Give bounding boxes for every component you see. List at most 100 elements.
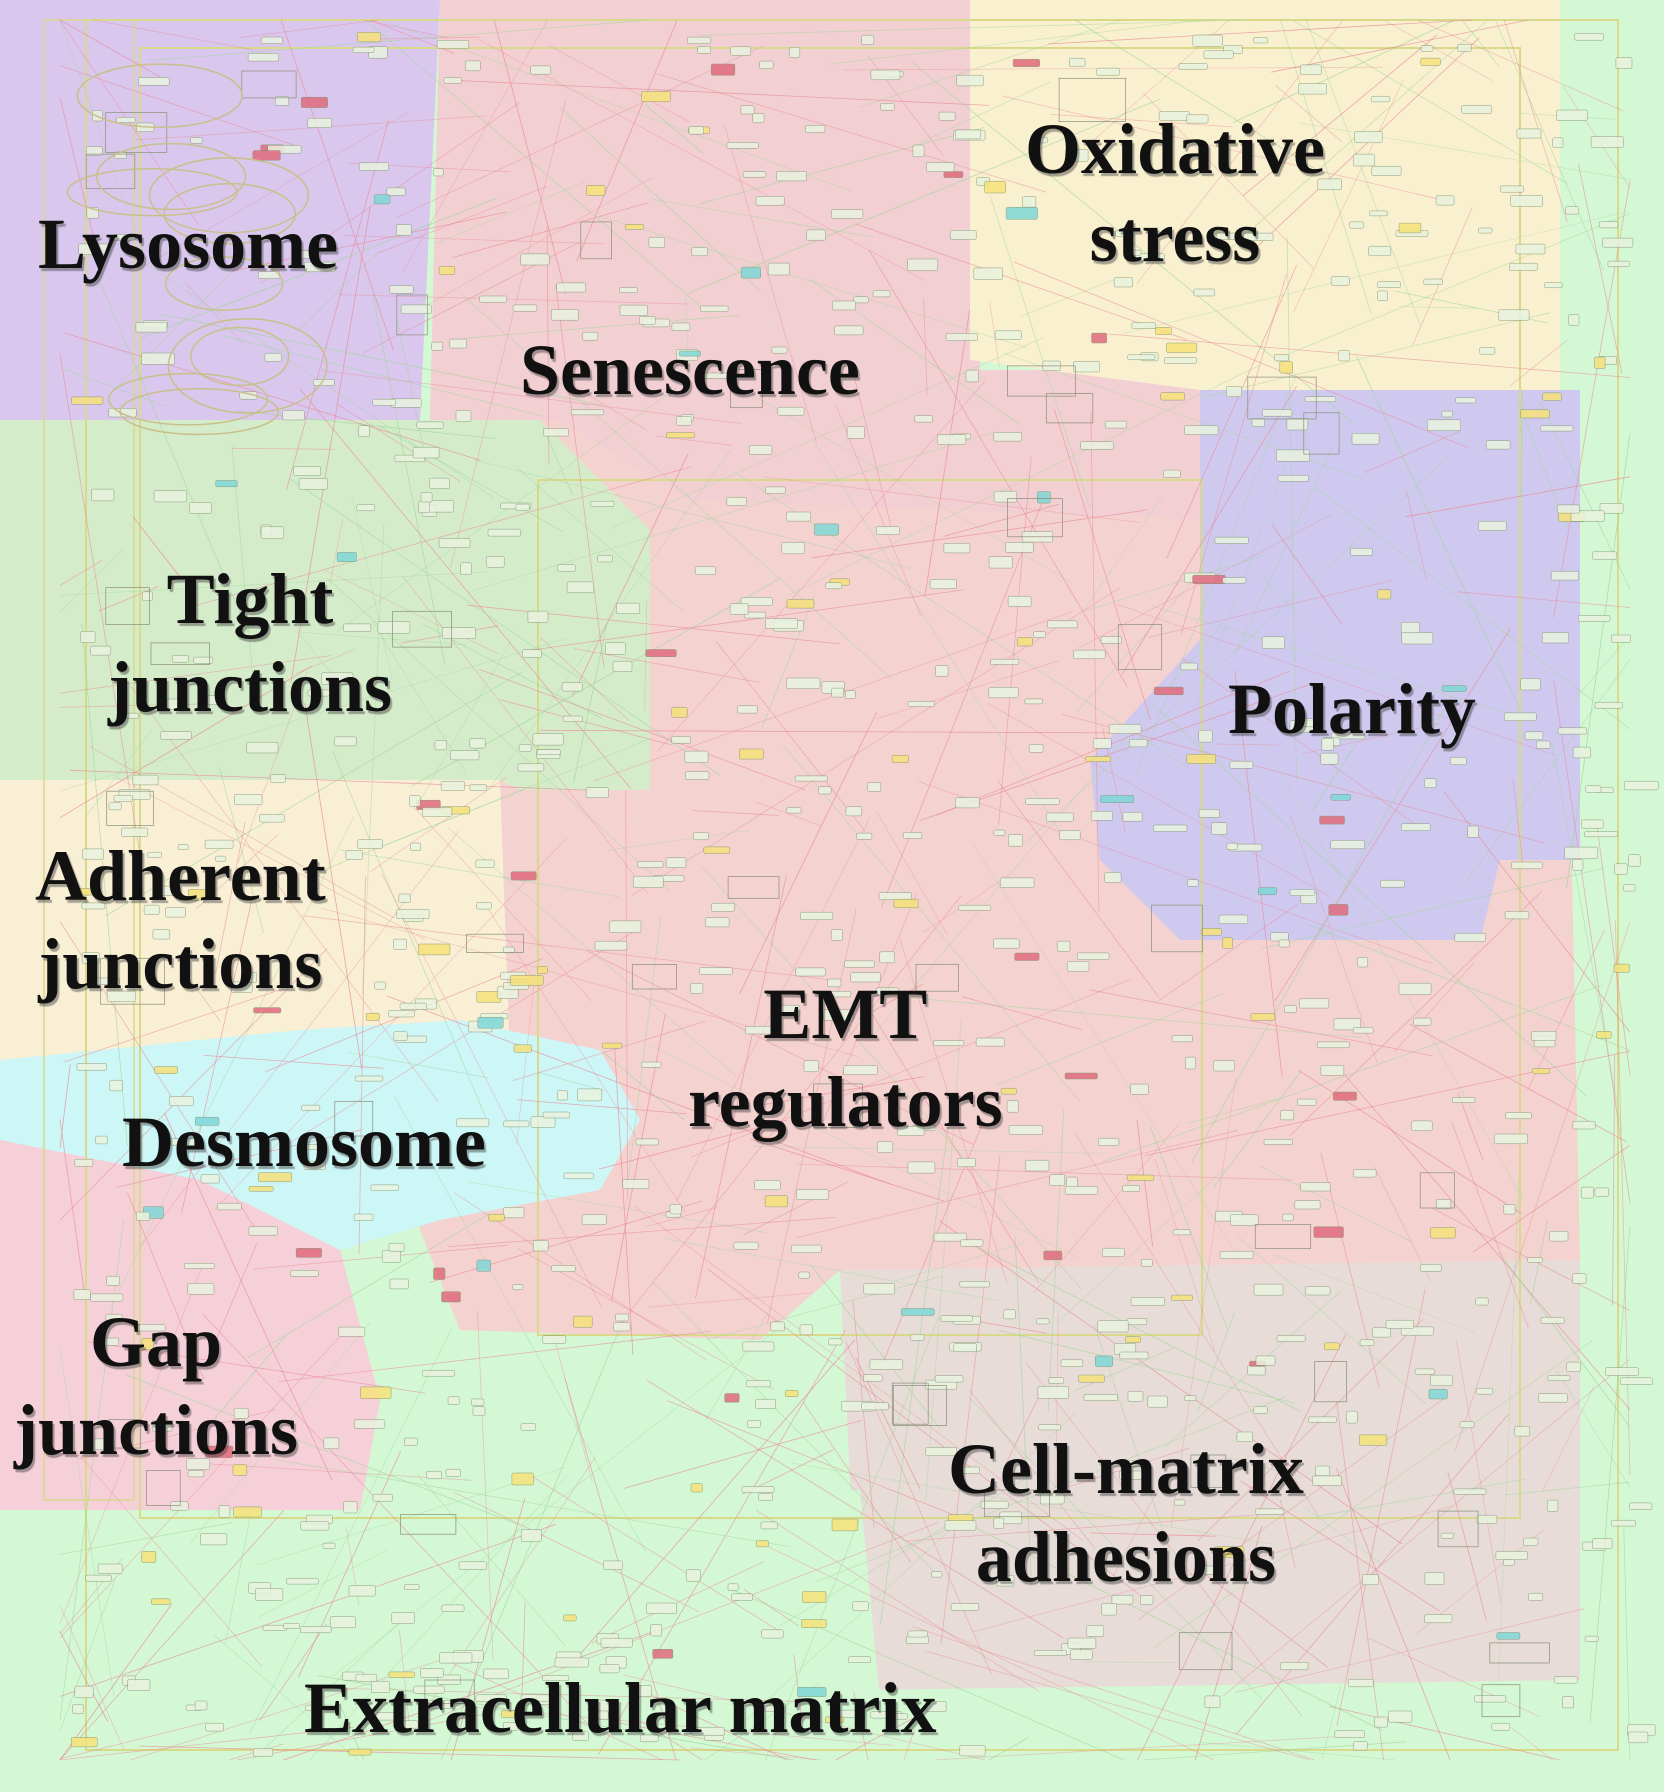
interaction-edge: [109, 816, 355, 1310]
species-node: [573, 1315, 593, 1328]
species-node: [155, 885, 181, 896]
species-node: [253, 1007, 282, 1014]
interaction-edge: [1235, 448, 1333, 653]
interaction-edge: [724, 125, 817, 444]
species-node: [933, 1232, 967, 1242]
species-node: [678, 350, 701, 357]
species-node: [177, 844, 189, 850]
species-node: [1174, 1499, 1186, 1506]
species-node: [1474, 1695, 1507, 1703]
interaction-edge: [1209, 19, 1488, 267]
species-node: [1198, 729, 1213, 743]
species-node: [771, 346, 788, 354]
species-node: [1523, 1537, 1539, 1546]
species-node: [676, 416, 692, 426]
interaction-edge: [59, 559, 103, 586]
species-node: [831, 1518, 859, 1532]
species-node: [1380, 879, 1405, 888]
species-node: [1504, 712, 1537, 721]
species-node: [1273, 354, 1289, 362]
species-node: [746, 1380, 771, 1388]
species-node: [121, 827, 149, 837]
interaction-edge: [225, 1511, 252, 1643]
interaction-edge: [213, 1335, 287, 1420]
species-node: [636, 1685, 652, 1697]
outer-compartment-frame: [85, 19, 1619, 1751]
species-node: [943, 171, 964, 178]
complex-node: [1303, 412, 1340, 455]
species-node: [1262, 409, 1293, 417]
interaction-edge: [1320, 1153, 1380, 1388]
interaction-edge: [1461, 19, 1501, 68]
interaction-edge: [743, 1588, 799, 1627]
interaction-edge: [646, 1206, 718, 1227]
species-node: [321, 672, 354, 685]
species-node: [352, 46, 375, 53]
interaction-edge: [196, 834, 279, 909]
species-node: [1257, 887, 1277, 896]
species-node: [247, 53, 279, 62]
species-node: [530, 65, 552, 75]
interaction-edge: [372, 294, 446, 666]
species-node: [1454, 932, 1486, 942]
interaction-edge: [1556, 1370, 1631, 1488]
interaction-edge: [1075, 568, 1204, 714]
interaction-edge: [286, 119, 390, 490]
interaction-edge: [835, 1716, 917, 1761]
interaction-edge: [1305, 1507, 1381, 1564]
interaction-edge: [761, 596, 815, 729]
species-node: [1547, 1375, 1571, 1381]
species-node: [329, 1616, 356, 1629]
species-node: [1276, 1335, 1306, 1342]
species-node: [1610, 1519, 1636, 1527]
species-node: [1298, 83, 1327, 95]
species-node: [388, 1671, 416, 1678]
species-node: [832, 300, 856, 311]
interaction-edge: [1074, 1347, 1174, 1392]
species-node: [926, 162, 955, 172]
species-node: [796, 1189, 829, 1200]
species-node: [447, 1396, 460, 1405]
species-node: [449, 338, 467, 349]
interaction-edge: [514, 465, 684, 612]
interaction-edge: [98, 586, 159, 612]
interaction-edge: [59, 1349, 115, 1698]
species-node: [795, 967, 826, 977]
species-node: [1104, 872, 1122, 883]
species-node: [343, 623, 372, 632]
species-node: [980, 1500, 1009, 1509]
species-node: [729, 603, 749, 615]
species-node: [814, 523, 839, 536]
species-node: [600, 1637, 633, 1648]
interaction-edge: [487, 908, 686, 1213]
interaction-edge: [1158, 904, 1298, 1002]
species-node: [912, 144, 925, 158]
interaction-edge: [1271, 524, 1343, 626]
species-node: [151, 1598, 171, 1605]
species-node: [522, 649, 542, 658]
species-node: [1478, 227, 1493, 234]
species-node: [517, 763, 545, 772]
species-node: [1328, 904, 1349, 916]
interaction-edge: [1212, 1070, 1302, 1188]
species-node: [1056, 940, 1071, 952]
species-node: [1100, 795, 1135, 803]
interaction-edge: [471, 431, 997, 592]
interaction-edge: [296, 649, 355, 674]
interaction-edge: [1061, 713, 1544, 844]
species-node: [1067, 1637, 1097, 1649]
species-node: [515, 503, 530, 511]
interaction-edge: [968, 1396, 1262, 1699]
species-node: [727, 1583, 739, 1591]
interaction-edge: [59, 65, 297, 147]
species-node: [217, 1202, 242, 1211]
species-node: [705, 917, 730, 928]
species-node: [1000, 1087, 1017, 1095]
species-node: [1193, 288, 1216, 297]
complex-node: [334, 1100, 374, 1137]
interaction-edge: [239, 19, 379, 38]
interaction-edge: [283, 1630, 656, 1761]
interaction-edge: [1286, 237, 1297, 782]
species-node: [458, 1561, 488, 1570]
interaction-edge: [290, 478, 721, 776]
